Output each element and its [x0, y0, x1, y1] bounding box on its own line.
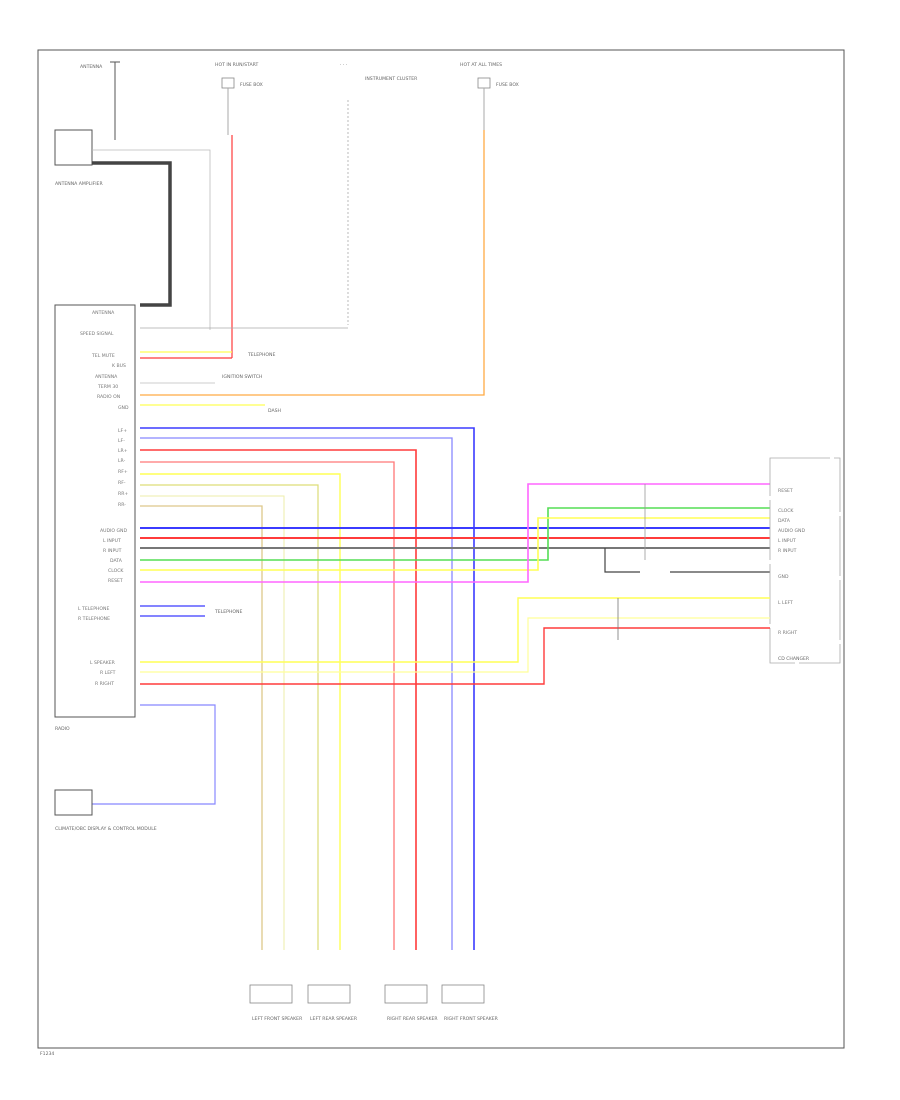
wire-ltyellow-cdout	[140, 617, 770, 673]
radio-pin-labels: ANTENNA SPEED SIGNAL TEL MUTE K BUS ANTE…	[78, 310, 129, 687]
pin-label: RR+	[118, 491, 128, 497]
telephone-upper-label: TELEPHONE	[247, 352, 275, 358]
speaker-icon	[307, 984, 351, 1004]
pin-label: RF+	[118, 469, 128, 475]
speaker-icon	[384, 984, 428, 1004]
fuse-left-icon	[221, 77, 235, 89]
pin-label: L INPUT	[103, 538, 121, 544]
fuse-right-top-label: HOT AT ALL TIMES	[460, 62, 502, 68]
wire-lightblue-rf	[140, 437, 453, 950]
speaker-label: RIGHT FRONT SPEAKER	[444, 1016, 499, 1022]
speaker-right-rear: RIGHT REAR SPEAKER	[384, 984, 438, 1022]
dash-label: DASH	[268, 408, 281, 414]
amp-power-wire	[92, 149, 211, 330]
speaker-label: LEFT FRONT SPEAKER	[252, 1016, 303, 1022]
wire-red-rr	[140, 449, 417, 950]
pin-label: TEL MUTE	[91, 353, 115, 359]
obc-module-label: CLIMATE/OBC DISPLAY & CONTROL MODULE	[55, 826, 157, 832]
fuse-right-icon	[477, 77, 491, 89]
pin-label: LF+	[118, 428, 127, 434]
wire-pink-cd	[140, 483, 770, 583]
pin-label: GND	[118, 405, 129, 411]
cluster-top-label: · · ·	[340, 63, 347, 68]
fuse-left-label: FUSE BOX	[240, 82, 263, 88]
cd-gnd-wire	[604, 548, 640, 573]
cd-pin-label: AUDIO GND	[778, 528, 805, 534]
fuse-left-top-label: HOT IN RUN/START	[215, 62, 258, 68]
cd-pin-label: L LEFT	[778, 600, 793, 606]
radio-box	[54, 304, 136, 718]
pin-label: RESET	[108, 578, 123, 584]
pin-label: R INPUT	[103, 548, 122, 554]
cd-changer-box	[769, 457, 841, 664]
wire-red-cdout	[140, 627, 770, 685]
pin-label: LF-	[118, 438, 125, 444]
pin-label: ANTENNA	[92, 310, 115, 316]
wire-blue-rf	[140, 427, 475, 950]
speaker-right-front: RIGHT FRONT SPEAKER	[441, 984, 499, 1022]
speaker-label: LEFT REAR SPEAKER	[310, 1016, 358, 1022]
fuse-right-label: FUSE BOX	[496, 82, 519, 88]
pin-label: LR+	[118, 448, 128, 454]
cd-pin-label: DATA	[778, 518, 791, 524]
wire-white-lf	[140, 495, 285, 950]
cd-pin-label: L INPUT	[778, 538, 796, 544]
cd-pin-label: CLOCK	[778, 508, 794, 514]
speaker-icon	[441, 984, 485, 1004]
wire-pink-rr	[140, 461, 395, 950]
footer-code: F1234	[40, 1051, 54, 1057]
diagram-frame	[37, 49, 845, 1049]
cd-pin-label: R RIGHT	[778, 630, 797, 636]
instrument-cluster-label: INSTRUMENT CLUSTER	[365, 76, 418, 82]
antenna-amplifier-box	[54, 129, 93, 166]
pin-label: R RIGHT	[95, 681, 114, 687]
pin-label: R TELEPHONE	[78, 616, 110, 622]
wire-tan-lf	[140, 505, 263, 950]
pin-label: RR-	[118, 502, 126, 508]
wire-yellow-lr	[140, 473, 341, 950]
speaker-icon	[249, 984, 293, 1004]
pin-label: AUDIO GND	[100, 528, 127, 534]
antenna-cable	[92, 161, 172, 307]
cd-changer-label: CD CHANGER	[778, 656, 810, 662]
pin-label: DATA	[110, 558, 123, 564]
pin-label: L SPEAKER	[90, 660, 116, 666]
pin-label: RADIO ON	[97, 394, 120, 400]
pin-label: L TELEPHONE	[78, 606, 109, 612]
telephone-lower-label: TELEPHONE	[214, 609, 242, 615]
speaker-left-front: LEFT FRONT SPEAKER	[249, 984, 303, 1022]
pin-label: CLOCK	[108, 568, 124, 574]
wire-green-cd	[140, 507, 770, 561]
wire-violet-obc	[92, 704, 216, 805]
wire-yellow-cd	[140, 517, 770, 571]
antenna-label: ANTENNA	[80, 64, 103, 70]
cd-pin-label: GND	[778, 574, 789, 580]
cd-pin-label: RESET	[778, 488, 793, 494]
obc-module-box	[54, 789, 93, 816]
pin-label: R LEFT	[100, 670, 116, 676]
radio-label: RADIO	[55, 726, 70, 732]
pin-label: SPEED SIGNAL	[80, 331, 114, 337]
pin-label: LR-	[118, 458, 126, 464]
pin-label: TERM 30	[97, 384, 118, 390]
wire-yellow-cdout	[140, 597, 770, 663]
speaker-left-rear: LEFT REAR SPEAKER	[307, 984, 358, 1022]
cd-pin-label: R INPUT	[778, 548, 797, 554]
antenna-amplifier-label: ANTENNA AMPLIFIER	[55, 181, 103, 187]
speaker-label: RIGHT REAR SPEAKER	[387, 1016, 438, 1022]
pin-label: ANTENNA	[95, 374, 118, 380]
pin-label: RF-	[118, 480, 126, 486]
wire-orange	[140, 130, 485, 396]
pin-label: K BUS	[112, 363, 126, 369]
wire-yellow2-lr	[140, 484, 319, 950]
ignition-label: IGNITION SWITCH	[222, 374, 262, 380]
